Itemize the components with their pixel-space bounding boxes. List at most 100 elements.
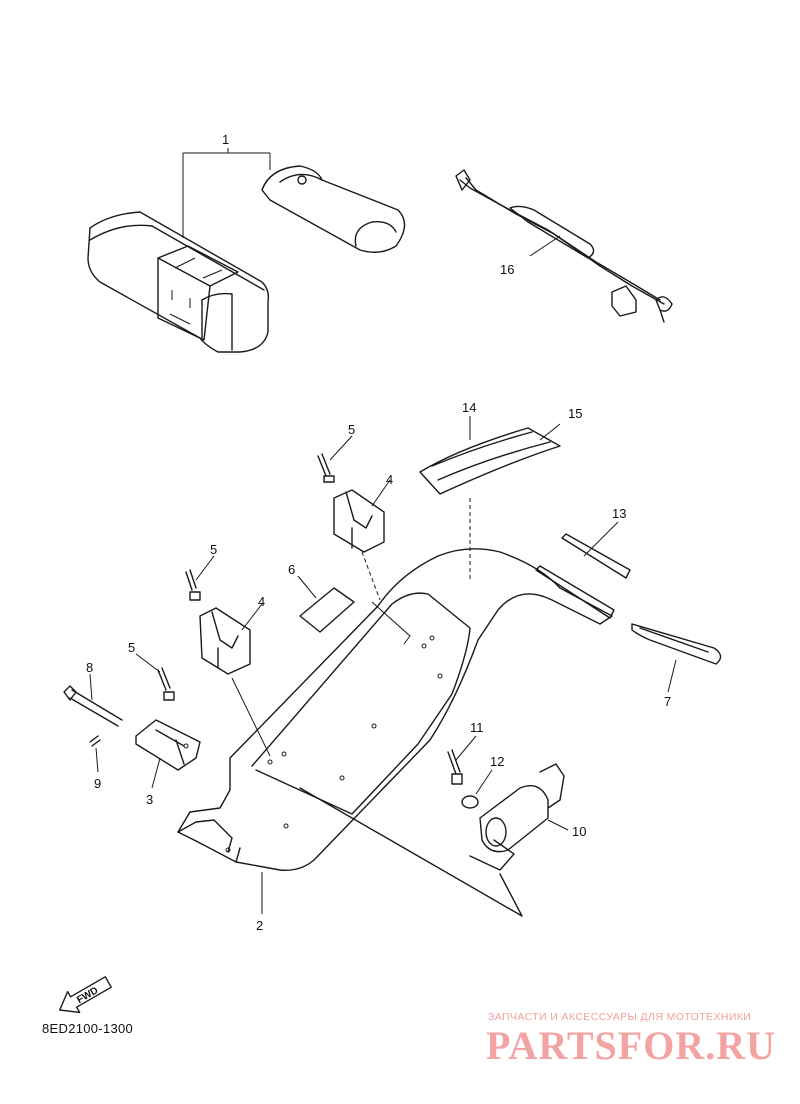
lock-base-plate xyxy=(469,839,515,871)
callout-9: 9 xyxy=(94,776,101,791)
hole xyxy=(421,643,427,649)
lock-top-bracket xyxy=(539,763,565,809)
lock-cylinder xyxy=(485,817,507,847)
hole xyxy=(371,723,377,729)
callout-11: 11 xyxy=(470,720,484,735)
part-9-pin xyxy=(89,735,101,773)
callout-16: 16 xyxy=(500,262,514,277)
rod-inner xyxy=(639,627,709,653)
fwd-label: FWD xyxy=(75,985,100,1006)
fwd-arrow-icon xyxy=(59,976,112,1014)
pin-shape xyxy=(89,735,101,747)
callout-4-upper: 4 xyxy=(386,472,393,487)
part-4-bracket-upper xyxy=(333,479,391,601)
bracket-upper-detail xyxy=(345,491,373,549)
fender-inner-panel xyxy=(251,592,471,815)
part-6-sticker xyxy=(297,575,355,633)
part-4-upper-leader xyxy=(371,479,391,507)
hole xyxy=(339,775,345,781)
callout-6: 6 xyxy=(288,562,295,577)
callout-5-upper: 5 xyxy=(348,422,355,437)
sticker-outline xyxy=(299,587,355,633)
part-5-bolts xyxy=(135,435,353,701)
part-1-leader xyxy=(182,148,271,238)
cable-main-line-b xyxy=(465,177,665,305)
hole xyxy=(437,673,443,679)
bolt-11 xyxy=(447,749,463,785)
fender-assembly-lines xyxy=(231,601,411,757)
tool-box-strap-top xyxy=(157,245,239,287)
rod-outline xyxy=(631,623,722,665)
fender-front-tab xyxy=(177,819,241,863)
nut-12 xyxy=(461,795,479,809)
bracket-upper-center xyxy=(361,551,381,601)
fender-plate-outline xyxy=(177,548,613,871)
part-5-upper-leader xyxy=(329,435,353,461)
tool-box-top-edge xyxy=(89,224,265,291)
hole xyxy=(283,823,289,829)
diagram-code: 8ED2100-1300 xyxy=(42,1021,134,1036)
tool-pouch-snap xyxy=(297,175,307,185)
part-1-tool-kit xyxy=(87,148,406,353)
bolt-5-upper xyxy=(317,453,335,483)
part-13-strip xyxy=(535,521,631,619)
callout-10: 10 xyxy=(572,824,586,839)
bracket-upper-body xyxy=(333,489,385,553)
bracket-left-body xyxy=(199,607,251,675)
tool-box-strap-slots xyxy=(169,257,223,325)
pad-outline xyxy=(419,427,561,495)
part-10-leader xyxy=(547,819,569,831)
pad-stripes xyxy=(431,431,551,481)
part-4-bracket-left xyxy=(199,603,263,675)
watermark-logo: PARTSFOR.RU xyxy=(486,1023,776,1068)
part-11-leader xyxy=(455,735,477,761)
fwd-arrow: FWD xyxy=(59,976,112,1014)
part-15-leader xyxy=(539,423,561,441)
callout-4-left: 4 xyxy=(258,594,265,609)
callout-3: 3 xyxy=(146,792,153,807)
part-8-long-bolt xyxy=(63,673,123,727)
hinge-bracket-detail xyxy=(155,729,185,765)
tool-box-strap-side xyxy=(157,257,211,341)
lock-body xyxy=(479,785,549,853)
part-7-rod xyxy=(631,623,722,693)
cable-clip xyxy=(611,285,637,317)
part-14-15-pad xyxy=(419,416,561,580)
callout-8: 8 xyxy=(86,660,93,675)
part-3-leader xyxy=(151,757,161,789)
hole xyxy=(225,847,231,853)
bolt-5-lower xyxy=(157,667,175,701)
callout-5-lower: 5 xyxy=(128,640,135,655)
hole xyxy=(281,751,287,757)
hinge-bracket-body xyxy=(135,719,201,771)
long-bolt-shaft xyxy=(69,689,123,727)
watermark-tagline: ЗАПЧАСТИ И АКСЕССУАРЫ ДЛЯ МОТОТЕХНИКИ xyxy=(488,1011,752,1023)
cable-main-line xyxy=(459,179,661,301)
part-7-leader xyxy=(667,659,677,693)
tool-box-body xyxy=(87,211,270,353)
part-4-left-leader xyxy=(241,603,263,631)
tool-box-end-face xyxy=(201,292,233,351)
callout-1: 1 xyxy=(222,132,229,147)
callout-5-left: 5 xyxy=(210,542,217,557)
callout-13: 13 xyxy=(612,506,626,521)
part-12-leader xyxy=(475,769,493,795)
bracket-left-detail xyxy=(211,611,239,669)
bolt-5-left xyxy=(185,569,201,601)
part-10-12-lock-group xyxy=(447,735,569,871)
tool-pouch-body xyxy=(261,165,406,253)
cable-sleeve xyxy=(509,205,595,259)
callout-7: 7 xyxy=(664,694,671,709)
callout-labels: 1 2 3 4 4 5 5 5 6 7 8 9 10 11 12 13 14 1… xyxy=(86,132,671,933)
part-2-fender-plate xyxy=(177,548,613,917)
strip-lower xyxy=(535,565,615,619)
callout-15: 15 xyxy=(568,406,582,421)
part-8-leader xyxy=(89,673,93,701)
hole xyxy=(267,759,273,765)
hole xyxy=(429,635,435,641)
part-5-left-leader xyxy=(195,555,215,581)
fender-rear-line xyxy=(299,787,523,917)
part-16-leader xyxy=(529,235,561,257)
part-5-lower-leader xyxy=(135,653,161,673)
